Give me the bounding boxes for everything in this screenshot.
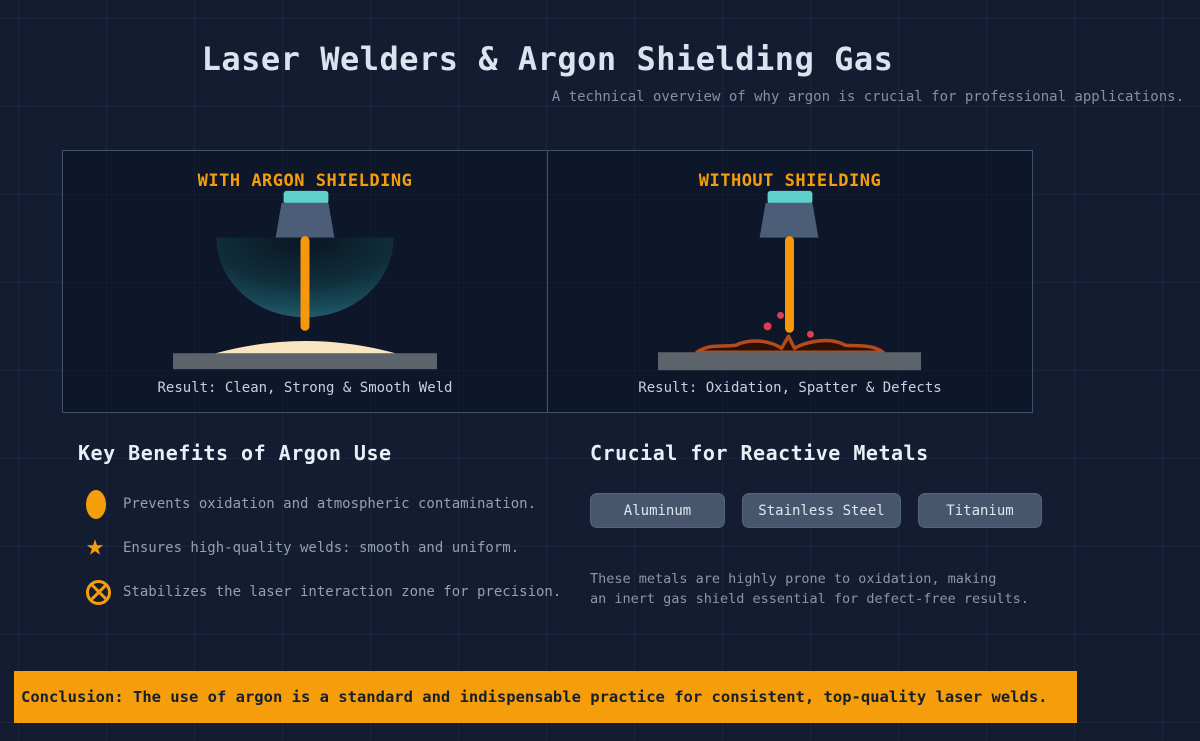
page-title: Laser Welders & Argon Shielding Gas	[201, 40, 894, 78]
panel-divider	[547, 151, 548, 412]
workpiece	[658, 352, 921, 371]
metals-note: These metals are highly prone to oxidati…	[590, 569, 1029, 609]
conclusion-banner: Conclusion: The use of argon is a standa…	[14, 671, 1077, 723]
panel-without-shielding: WITHOUT SHIELDING Result: Oxidation, Spa…	[548, 151, 1032, 412]
with-argon-diagram	[173, 190, 437, 370]
argon-bubble-icon	[86, 489, 106, 519]
workpiece	[173, 353, 437, 370]
benefit-item: Stabilizes the laser interaction zone fo…	[78, 577, 578, 607]
nozzle-cap	[283, 190, 329, 204]
benefits-heading: Key Benefits of Argon Use	[78, 441, 392, 465]
page-subtitle: A technical overview of why argon is cru…	[551, 89, 1184, 105]
result-label-with-argon: Result: Clean, Strong & Smooth Weld	[157, 380, 453, 396]
benefit-item: Ensures high-quality welds: smooth and u…	[78, 533, 578, 563]
spatter-dot	[806, 330, 814, 338]
benefit-item: Prevents oxidation and atmospheric conta…	[78, 489, 578, 519]
metal-chip-titanium: Titanium	[918, 493, 1042, 528]
metal-chip-stainless-steel: Stainless Steel	[742, 493, 901, 528]
nozzle-body	[759, 202, 819, 238]
smooth-weld-bead	[213, 341, 398, 354]
star-icon	[86, 532, 104, 560]
metals-heading: Crucial for Reactive Metals	[590, 441, 929, 465]
metals-note-line: an inert gas shield essential for defect…	[590, 591, 1029, 607]
oxidized-weld-bead	[695, 334, 885, 354]
conclusion-text: Conclusion: The use of argon is a standa…	[21, 688, 1048, 706]
result-label-without-shielding: Result: Oxidation, Spatter & Defects	[638, 380, 942, 396]
metals-note-line: These metals are highly prone to oxidati…	[590, 571, 997, 587]
comparison-box: WITH ARGON SHIELDING Result: Clean, Stro…	[62, 150, 1033, 413]
metal-chip-aluminum: Aluminum	[590, 493, 725, 528]
benefit-text: Prevents oxidation and atmospheric conta…	[123, 496, 537, 512]
without-shielding-diagram	[658, 190, 921, 371]
panel-title-without-shielding: WITHOUT SHIELDING	[698, 171, 882, 191]
metal-chip-row: Aluminum Stainless Steel Titanium	[590, 493, 1042, 528]
spatter-dot	[777, 311, 785, 319]
panel-with-argon: WITH ARGON SHIELDING Result: Clean, Stro…	[63, 151, 547, 412]
benefit-text: Ensures high-quality welds: smooth and u…	[123, 540, 520, 556]
nozzle-body	[275, 202, 335, 238]
spatter-dot	[763, 322, 772, 331]
benefit-text: Stabilizes the laser interaction zone fo…	[123, 584, 562, 600]
crossed-circle-icon	[86, 579, 111, 605]
nozzle-cap	[767, 190, 813, 204]
panel-title-with-argon: WITH ARGON SHIELDING	[197, 171, 413, 191]
